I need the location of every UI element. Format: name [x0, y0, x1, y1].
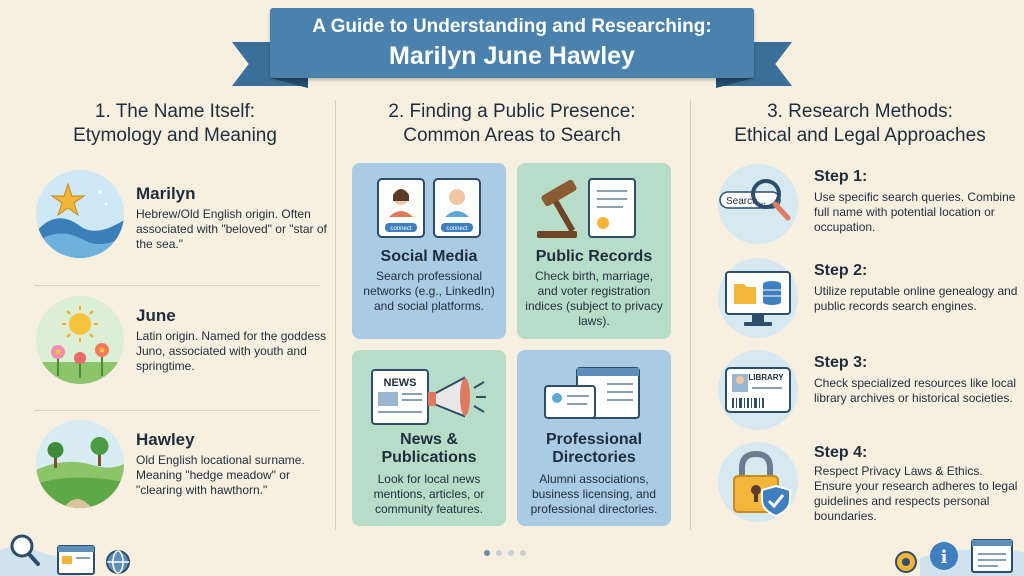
step-3-title: Step 3: — [814, 354, 868, 371]
connect-label-2: connect — [446, 226, 467, 232]
card-title-news-line1: News & — [400, 431, 458, 448]
banner-title: Marilyn June Hawley — [389, 42, 635, 70]
card-desc-public-records: Check birth, marriage, and voter registr… — [525, 269, 663, 328]
padlock-shield-icon — [718, 442, 798, 522]
step-2-title: Step 2: — [814, 262, 868, 279]
star-wave-icon — [36, 170, 124, 258]
banner-body: A Guide to Understanding and Researching… — [270, 8, 754, 78]
pagination-dot-3[interactable] — [508, 550, 514, 556]
library-label: LIBRARY — [748, 373, 784, 382]
magnifier-search-icon: Search... — [718, 164, 798, 244]
ribbon-fold-left — [270, 78, 308, 88]
card-title-public-records: Public Records — [535, 248, 653, 265]
pagination-dot-2[interactable] — [496, 550, 502, 556]
search-box-text: Search... — [726, 196, 766, 207]
card-title-news-line2: Publications — [381, 449, 477, 466]
connect-label-1: connect — [390, 226, 411, 232]
name-separator-2 — [34, 410, 320, 411]
name-title-june: June — [136, 306, 176, 325]
column-3-title-line1: 3. Research Methods: — [767, 101, 953, 122]
name-desc-hawley: Old English locational surname. Meaning … — [136, 453, 305, 497]
bottom-info-icon — [930, 542, 958, 570]
newspaper-megaphone-icon: NEWS — [352, 360, 506, 430]
column-2-title-line2: Common Areas to Search — [403, 125, 621, 146]
column-divider-2 — [690, 100, 691, 530]
column-1-title: 1. The Name Itself: Etymology and Meanin… — [20, 100, 330, 148]
social-profiles-icon: connect connect — [352, 173, 506, 243]
step-2-desc: Utilize reputable online genealogy and p… — [814, 284, 1018, 313]
ribbon-fold-right — [716, 78, 754, 88]
library-card-icon: LIBRARY — [718, 350, 798, 430]
pagination-dot-1[interactable] — [484, 550, 490, 556]
banner-subtitle: A Guide to Understanding and Researching… — [312, 16, 712, 37]
pagination-dots — [484, 550, 526, 556]
step-4-desc: Respect Privacy Laws & Ethics. Ensure yo… — [814, 464, 1018, 523]
name-separator-1 — [34, 285, 320, 286]
step-1-desc: Use specific search queries. Combine ful… — [814, 190, 1016, 234]
step-1-title: Step 1: — [814, 168, 868, 185]
card-social-media[interactable]: connect connect Social Media Search prof… — [352, 163, 506, 339]
name-desc-marilyn: Hebrew/Old English origin. Often associa… — [136, 207, 327, 251]
card-desc-social-media: Search professional networks (e.g., Link… — [363, 269, 495, 313]
gavel-document-icon — [517, 173, 671, 243]
meadow-trees-icon — [36, 420, 124, 508]
directory-window-icon — [517, 360, 671, 430]
svg-text:i: i — [941, 547, 948, 568]
card-desc-news-publications: Look for local news mentions, articles, … — [373, 472, 485, 516]
card-title-social-media: Social Media — [380, 248, 478, 265]
bottom-left-decoration — [0, 534, 130, 576]
column-2-title: 2. Finding a Public Presence: Common Are… — [345, 100, 679, 148]
column-3-title: 3. Research Methods: Ethical and Legal A… — [700, 100, 1020, 148]
bottom-right-decoration: i — [895, 539, 1024, 576]
column-divider-1 — [335, 100, 336, 530]
column-1-title-line2: Etymology and Meaning — [73, 125, 277, 146]
step-3-desc: Check specialized resources like local l… — [814, 376, 1017, 405]
monitor-folder-database-icon — [718, 258, 798, 338]
step-4-title: Step 4: — [814, 444, 868, 461]
card-desc-professional-directories: Alumni associations, business licensing,… — [530, 472, 658, 516]
card-title-directories-line1: Professional — [545, 431, 643, 448]
card-news-publications[interactable]: NEWS News & Publications Look for local … — [352, 350, 506, 526]
name-title-marilyn: Marilyn — [136, 184, 196, 203]
news-label: NEWS — [384, 377, 417, 389]
pagination-dot-4[interactable] — [520, 550, 526, 556]
card-public-records[interactable]: Public Records Check birth, marriage, an… — [517, 163, 671, 339]
column-3-title-line2: Ethical and Legal Approaches — [734, 125, 986, 146]
card-professional-directories[interactable]: Professional Directories Alumni associat… — [517, 350, 671, 526]
column-2-title-line1: 2. Finding a Public Presence: — [388, 101, 636, 122]
bottom-magnifier-icon — [10, 534, 34, 558]
sun-flowers-icon — [36, 296, 124, 384]
title-banner: A Guide to Understanding and Researching… — [232, 4, 792, 90]
name-desc-june: Latin origin. Named for the goddess Juno… — [136, 329, 327, 373]
column-1-title-line1: 1. The Name Itself: — [94, 101, 256, 122]
name-title-hawley: Hawley — [136, 430, 195, 449]
card-title-directories-line2: Directories — [552, 449, 636, 466]
